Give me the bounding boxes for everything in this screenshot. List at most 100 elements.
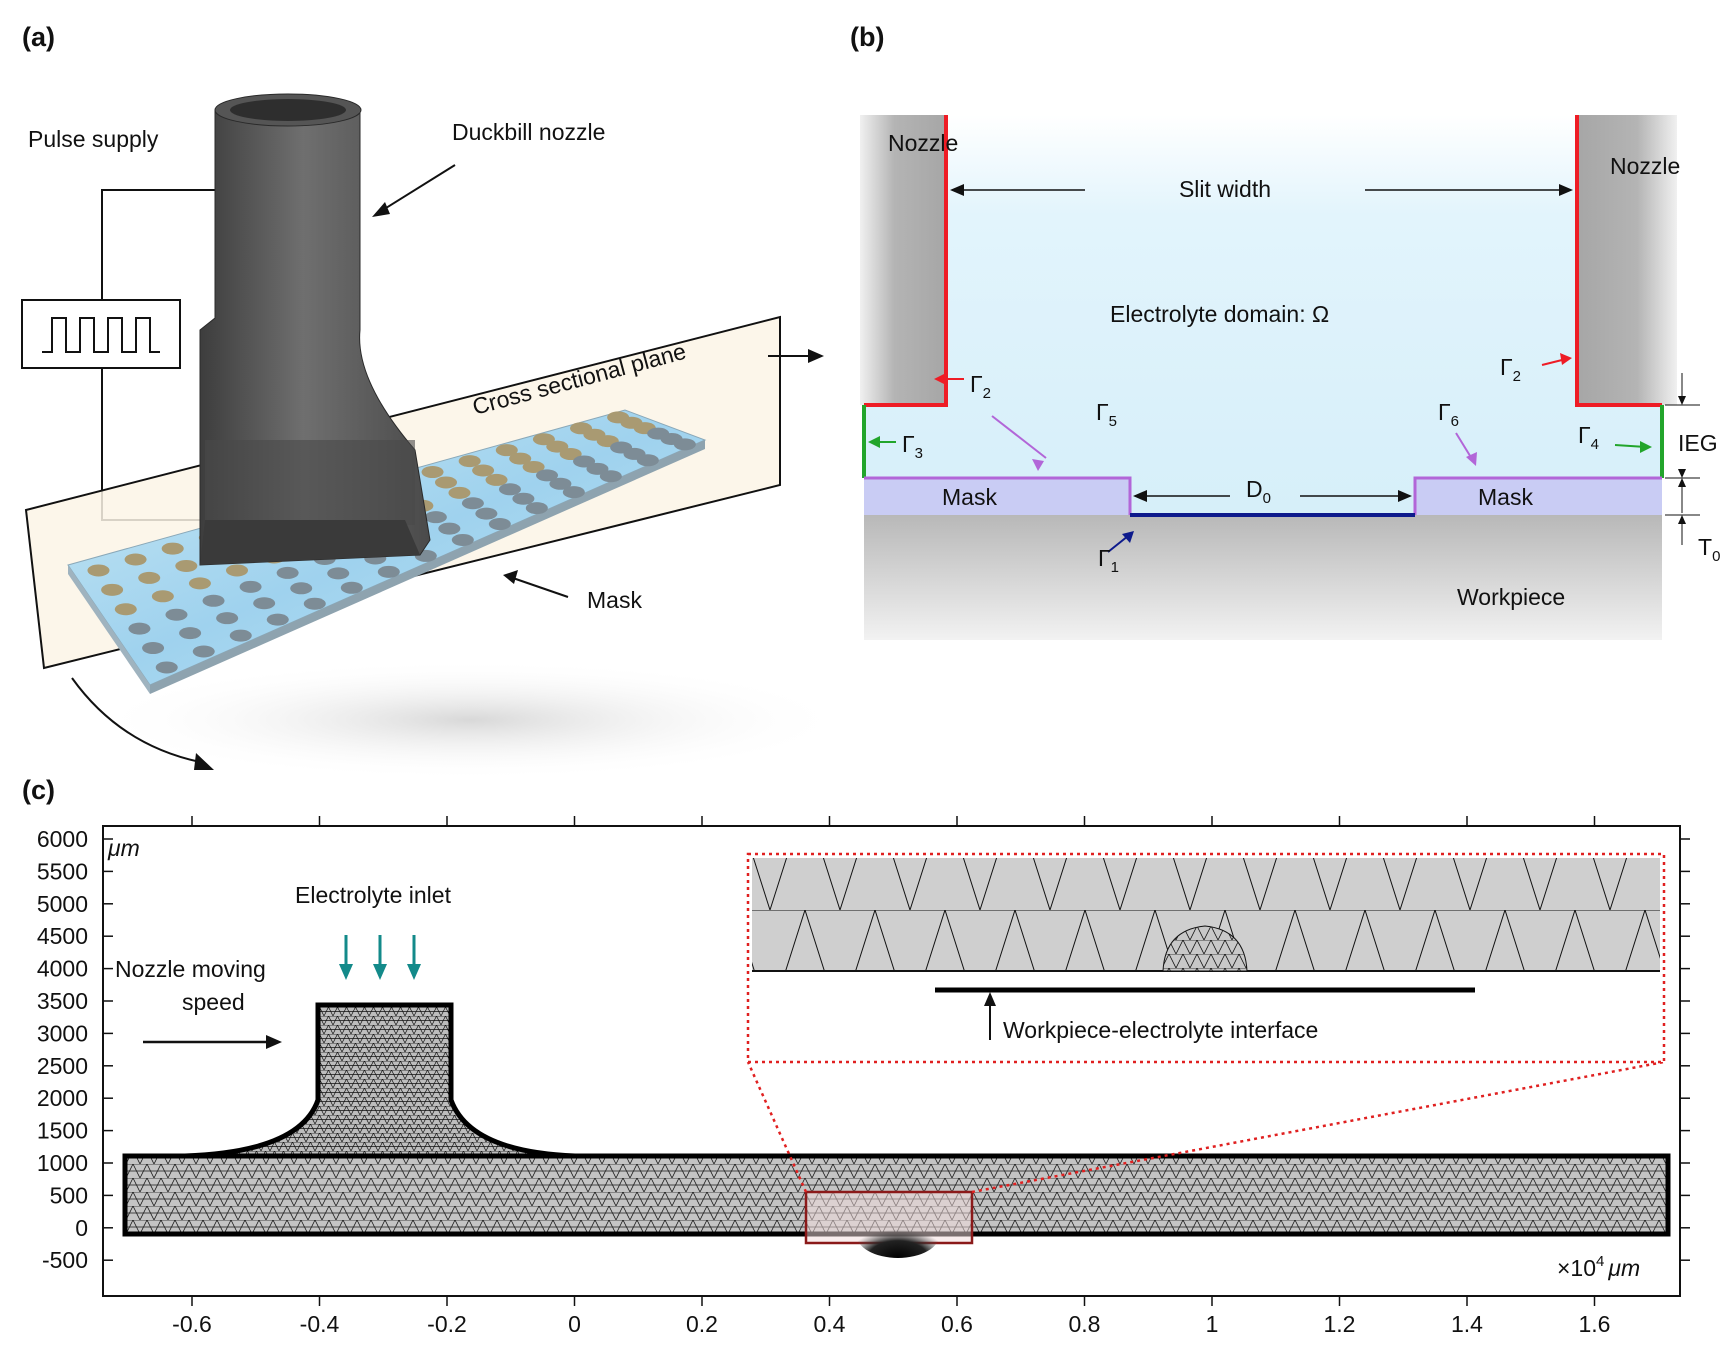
mask-hole xyxy=(472,464,495,477)
x-tick-label: 1.6 xyxy=(1579,1311,1611,1337)
gamma1-pointer xyxy=(1107,535,1129,553)
mask-hole xyxy=(458,455,481,468)
mask-hole xyxy=(495,444,518,457)
gamma6-pointer xyxy=(1455,432,1473,460)
mask-hole xyxy=(559,448,582,461)
mask-hole xyxy=(340,581,363,594)
panel-a-illustration: Pulse supply Duckbill nozzle Cross secti… xyxy=(21,93,840,775)
mask-hole xyxy=(522,460,545,473)
nozzle-opening xyxy=(230,99,346,121)
x-tick-label: -0.2 xyxy=(427,1311,467,1337)
nozzle-wall-left xyxy=(860,115,946,405)
y-tick-label: 4000 xyxy=(37,956,88,982)
nozzle-wall-right xyxy=(1577,115,1677,405)
x-tick-label: 0.2 xyxy=(686,1311,718,1337)
zoom-connector-left xyxy=(746,1061,808,1193)
mask-hole xyxy=(202,594,225,607)
mask-hole xyxy=(421,466,444,479)
nozzle-domain-mesh xyxy=(184,1002,576,1159)
supply-wire-top xyxy=(101,189,215,300)
mask-hole xyxy=(216,612,239,625)
ieg-arrowhead-top xyxy=(1678,396,1686,405)
mask-hole xyxy=(451,533,474,546)
ground-shadow xyxy=(90,660,840,775)
ieg-label: IEG xyxy=(1678,430,1718,456)
gamma4-label: Γ4 xyxy=(1578,422,1599,453)
mask-pointer-head xyxy=(503,570,518,584)
y-tick-label: 5000 xyxy=(37,891,88,917)
boundary-gamma2-left xyxy=(864,115,948,407)
panel-b-label: (b) xyxy=(850,22,885,52)
mask-hole xyxy=(475,507,498,520)
mask-hole xyxy=(161,542,184,555)
y-tick-label: 2500 xyxy=(37,1053,88,1079)
t0-arrowhead-bottom xyxy=(1678,515,1686,524)
slit-width-arrowhead-right xyxy=(1559,184,1573,196)
y-tick-label: 3000 xyxy=(37,1020,88,1046)
gamma5-pointer-head xyxy=(1032,459,1044,471)
mask-hole xyxy=(532,433,555,446)
gamma2-right-label: Γ2 xyxy=(1500,354,1521,385)
mask-hole xyxy=(114,603,137,616)
to-panel-c-head xyxy=(194,753,214,770)
boundary-gamma5 xyxy=(864,476,1132,515)
mask-hole xyxy=(124,553,147,566)
t0-arrowhead-top xyxy=(1678,469,1686,478)
mask-hole xyxy=(226,564,249,577)
x-tick-label: 1.4 xyxy=(1451,1311,1483,1337)
gamma5-pointer xyxy=(991,415,1047,459)
mask-hole xyxy=(276,566,299,579)
electrolyte-domain xyxy=(864,115,1662,515)
workpiece-label: Workpiece xyxy=(1457,584,1565,610)
gamma5-label: Γ5 xyxy=(1096,399,1117,430)
mask-hole xyxy=(424,511,447,524)
workpiece-electrolyte-interface-label: Workpiece-electrolyte interface xyxy=(1003,1017,1318,1043)
mask-hole xyxy=(377,565,400,578)
zoom-inset-fine-mesh xyxy=(1162,925,1248,972)
mask-hole xyxy=(512,492,535,505)
mask-hole xyxy=(151,590,174,603)
mask-hole xyxy=(498,483,521,496)
mask-label: Mask xyxy=(587,587,642,613)
slit-width-label: Slit width xyxy=(1179,176,1271,202)
electrolyte-domain-label: Electrolyte domain: Ω xyxy=(1110,301,1329,327)
gamma1-label: Γ1 xyxy=(1098,545,1119,576)
y-tick-label: 1500 xyxy=(37,1118,88,1144)
mask-hole xyxy=(253,597,276,610)
mask-hole xyxy=(509,452,532,465)
mask-hole xyxy=(461,497,484,510)
mask-hole xyxy=(525,502,548,515)
mask-hole xyxy=(188,577,211,590)
pulse-waveform-icon xyxy=(42,317,160,353)
panel-a-label: (a) xyxy=(22,22,55,52)
ieg-arrowhead-bottom xyxy=(1678,478,1686,487)
mask-hole xyxy=(485,473,508,486)
mask-pointer-arrow xyxy=(509,576,569,598)
mask-plate-edge-left xyxy=(68,565,150,694)
mask-hole xyxy=(599,470,622,483)
mask-hole xyxy=(155,661,178,674)
gamma2-left-label: Γ2 xyxy=(970,371,991,402)
d0-arrowhead-right xyxy=(1398,490,1412,502)
mask-hole xyxy=(636,454,659,467)
mask-hole xyxy=(142,642,165,655)
slit-width-arrowhead-left xyxy=(950,184,964,196)
gamma2-right-pointer-head xyxy=(1560,353,1572,365)
mask-plate-edge-front xyxy=(150,440,705,694)
mask-hole xyxy=(327,567,350,580)
mask-hole xyxy=(165,608,188,621)
x-tick-label: -0.4 xyxy=(300,1311,340,1337)
y-tick-label: 2000 xyxy=(37,1085,88,1111)
x-tick-label: 1.2 xyxy=(1324,1311,1356,1337)
mask-hole xyxy=(239,580,262,593)
mask-hole xyxy=(573,455,596,468)
y-tick-label: -500 xyxy=(42,1247,88,1273)
x-tick-label: 1 xyxy=(1206,1311,1219,1337)
mask-hole xyxy=(435,476,458,489)
nozzle-moving-speed-label-1: Nozzle moving xyxy=(115,956,266,982)
nozzle-label-left: Nozzle xyxy=(888,130,958,156)
gamma3-pointer-head xyxy=(868,436,880,448)
y-tick-label: 1000 xyxy=(37,1150,88,1176)
